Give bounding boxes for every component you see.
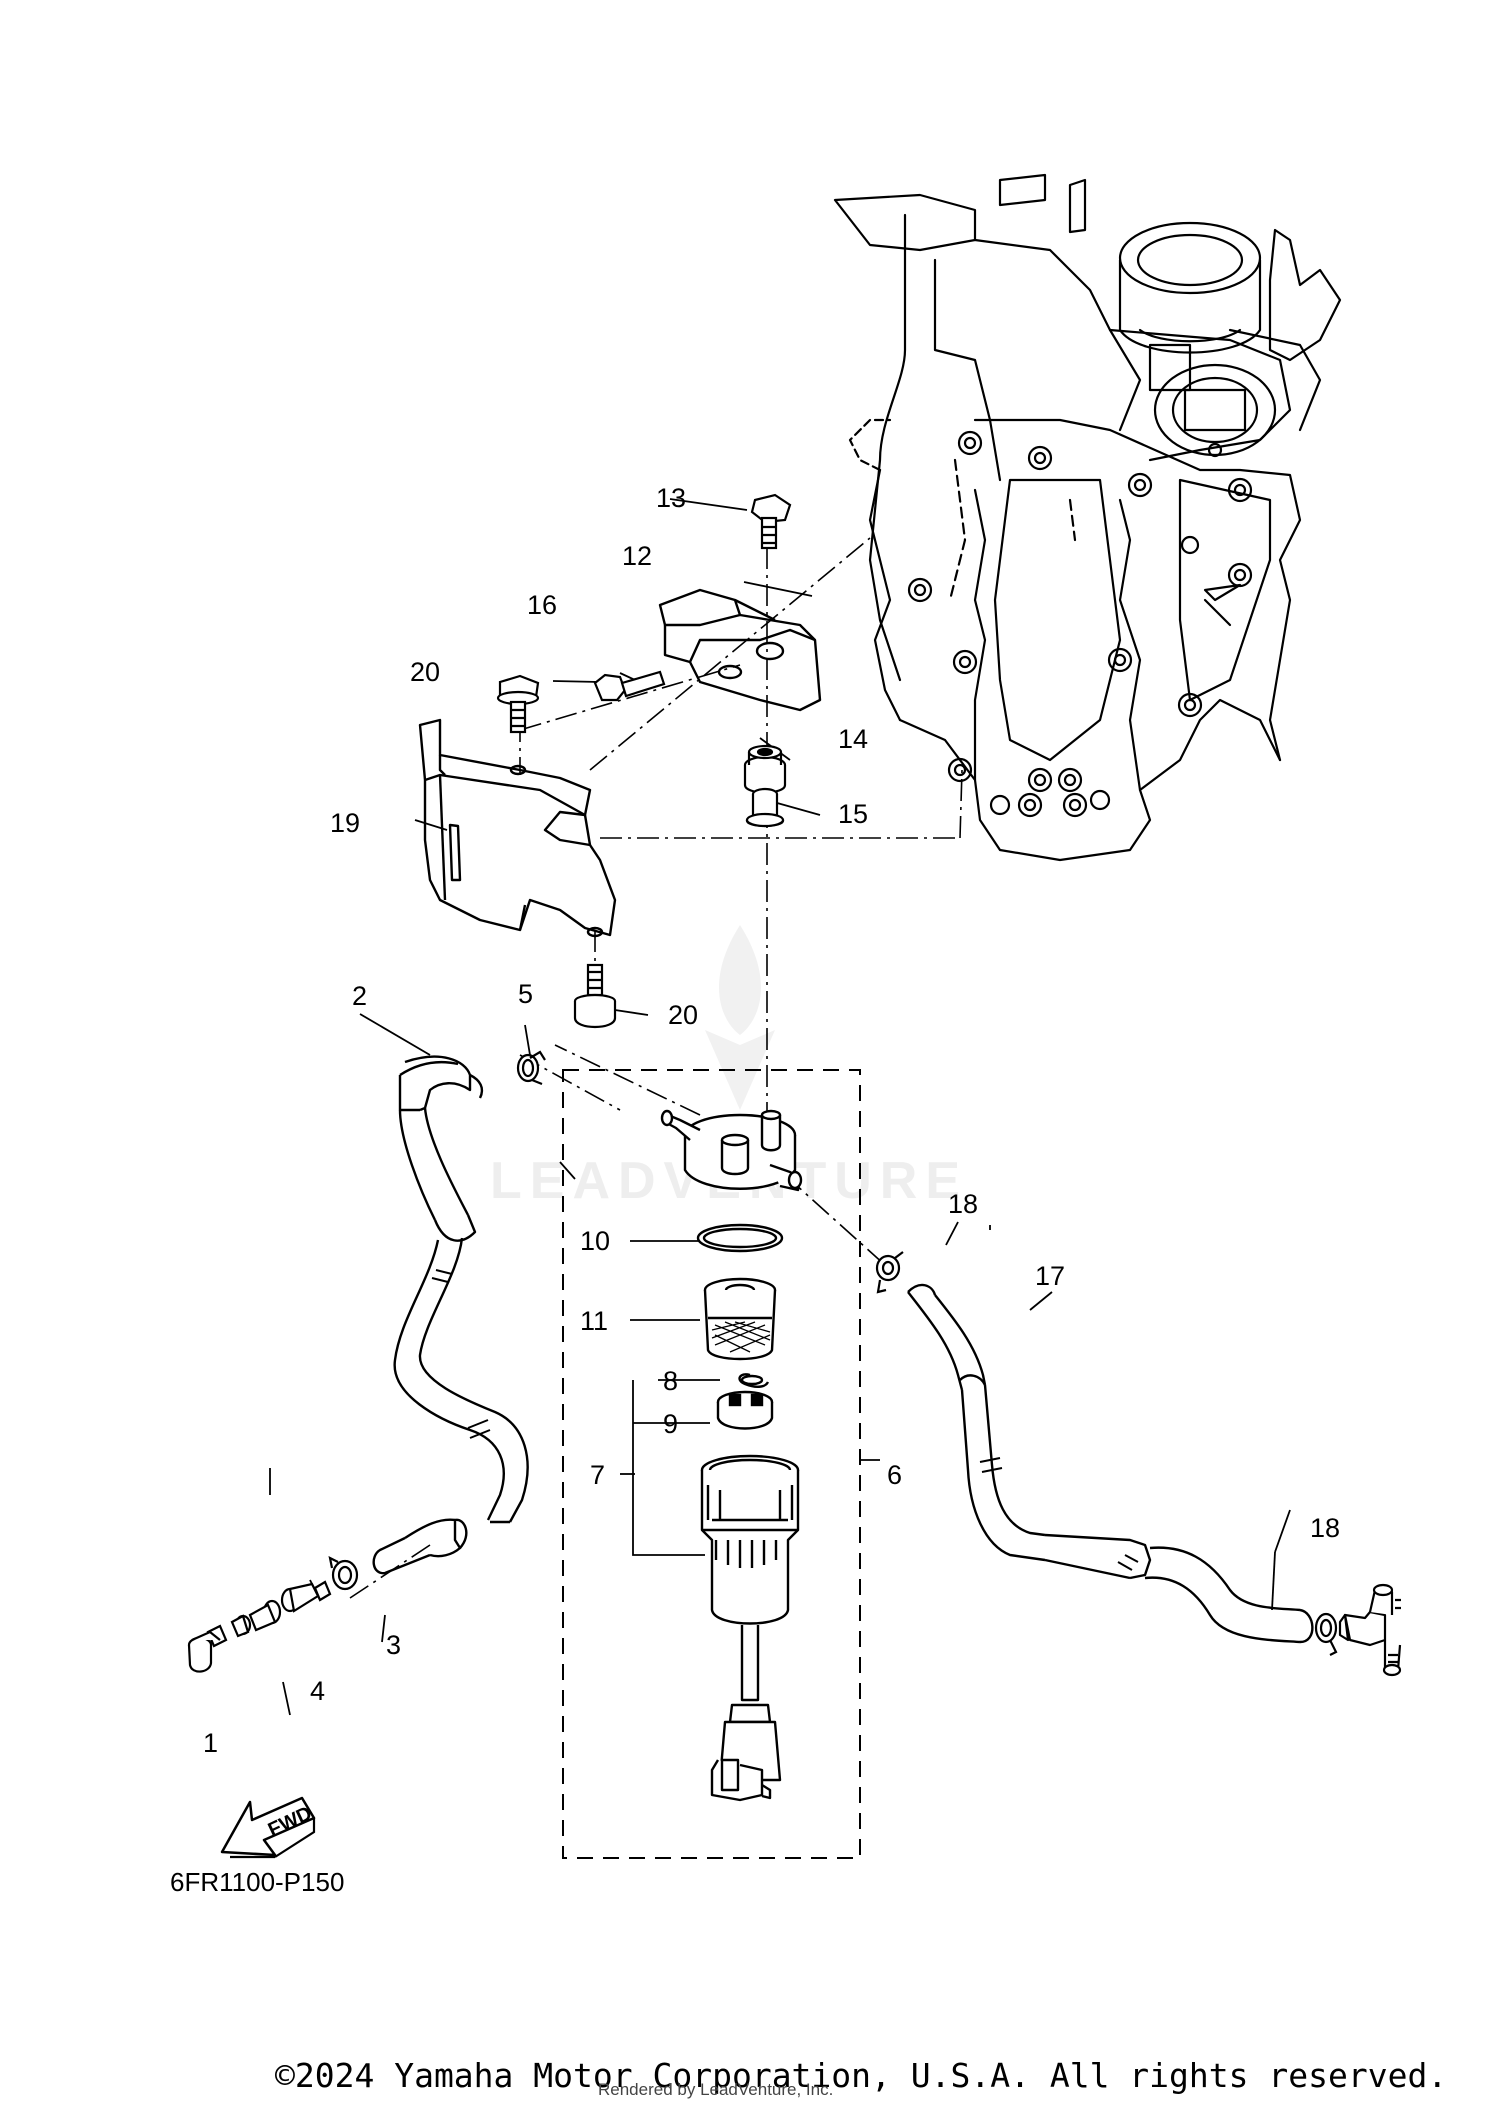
- part-18-clip-upper: [875, 1251, 904, 1294]
- rendered-by-notice: Rendered by LeadVenture, Inc.: [598, 2080, 834, 2099]
- leader-lines: [269, 498, 1291, 1716]
- engine-block: [833, 173, 1342, 862]
- callout-10: 10: [580, 1226, 610, 1256]
- part-1-plug: [187, 1624, 228, 1673]
- part-20-lower-bolt: [573, 963, 617, 1029]
- callout-3: 3: [386, 1630, 401, 1660]
- part-15-collar: [745, 787, 785, 828]
- callout-15: 15: [838, 799, 868, 829]
- part-12-bracket: [658, 588, 822, 712]
- t-joint: [1338, 1583, 1402, 1677]
- engine-bolt-holes: [907, 430, 1253, 818]
- part-9-float: [716, 1390, 774, 1430]
- callout-17: 17: [1035, 1261, 1065, 1291]
- watermark-flame-icon: [705, 925, 775, 1110]
- part-20-upper-bolt: [496, 674, 540, 734]
- callout-12: 12: [622, 541, 652, 571]
- callout-9: 9: [663, 1409, 678, 1439]
- callout-20-lower: 20: [668, 1000, 698, 1030]
- part-4-joint: [230, 1580, 332, 1638]
- callout-13: 13: [656, 483, 686, 513]
- callout-7: 7: [590, 1460, 605, 1490]
- callouts: 13 12 16 20 14 15 19 20 2 5 18 17 10 11 …: [203, 483, 1340, 1758]
- part-8-circlip: [738, 1373, 770, 1388]
- part-2-hose: [372, 1055, 529, 1575]
- diagram-reference-code: 6FR1100-P150: [170, 1867, 344, 1897]
- part-16-bolt: [593, 670, 666, 702]
- callout-4: 4: [310, 1676, 325, 1706]
- part-19-cover: [418, 718, 617, 938]
- callout-20-upper: 20: [410, 657, 440, 687]
- callout-11: 11: [580, 1306, 608, 1336]
- assembly-6-box: [562, 1069, 861, 1859]
- part-3-clip: [328, 1556, 359, 1591]
- fwd-arrow-icon: FWD: [220, 1796, 315, 1859]
- callout-1: 1: [203, 1728, 218, 1758]
- callout-18-lower: 18: [1310, 1513, 1340, 1543]
- callout-18-upper: 18: [948, 1189, 978, 1219]
- part-17-hose: [907, 1283, 1314, 1644]
- callout-5: 5: [518, 979, 533, 1009]
- callout-2: 2: [352, 981, 367, 1011]
- part-11-strainer: [703, 1277, 777, 1361]
- part-10-o-ring: [696, 1223, 784, 1253]
- part-13-bolt: [750, 493, 792, 550]
- filter-head: [660, 1109, 803, 1192]
- callout-6: 6: [887, 1460, 902, 1490]
- callout-19: 19: [330, 808, 360, 838]
- callout-14: 14: [838, 724, 868, 754]
- copyright-notice: ©2024 Yamaha Motor Corporation, U.S.A. A…: [275, 2056, 1448, 2095]
- part-18-clip-lower: [1314, 1612, 1338, 1656]
- callout-16: 16: [527, 590, 557, 620]
- part-5-clip: [516, 1050, 546, 1086]
- part-7-cup: [700, 1454, 800, 1802]
- callout-8: 8: [663, 1366, 678, 1396]
- part-14-grommet: [743, 744, 787, 794]
